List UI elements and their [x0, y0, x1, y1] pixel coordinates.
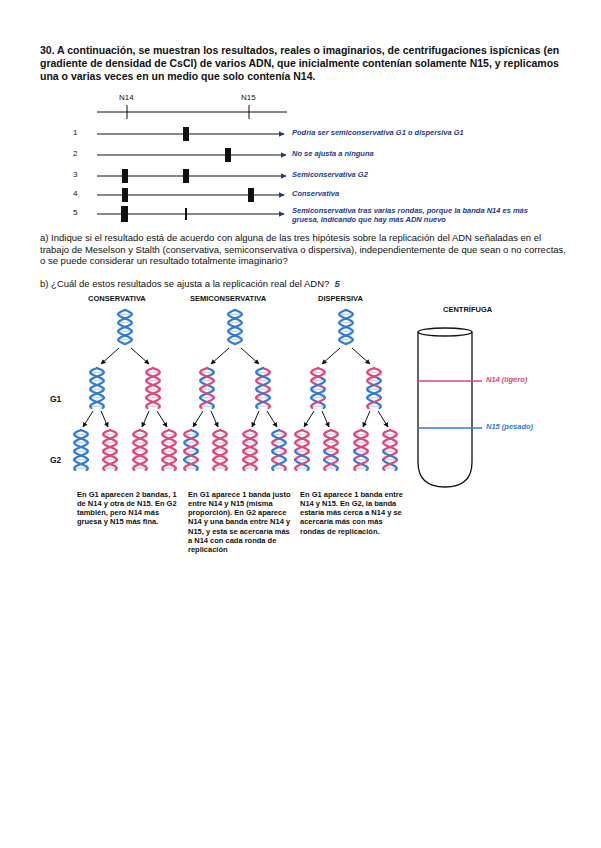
- dna-helix: [295, 430, 309, 470]
- dna-helix: [200, 368, 214, 408]
- band-label: N15 (pesado): [486, 422, 533, 431]
- dna-helix: [311, 368, 325, 408]
- dna-helix: [243, 430, 257, 470]
- dna-helix: [162, 430, 176, 470]
- replication-arrow: [378, 411, 388, 427]
- dna-helix: [146, 368, 160, 408]
- handwritten-note: No se ajusta a ninguna: [292, 149, 582, 158]
- row-number: 2: [73, 149, 77, 159]
- replication-arrow: [101, 348, 119, 364]
- generation-label: G1: [50, 394, 61, 404]
- replication-arrow: [142, 411, 149, 427]
- band-label: N14 (ligero): [486, 375, 527, 384]
- column-caption: En G1 aparece 1 banda entre N14 y N15. E…: [300, 490, 406, 536]
- dna-helix: [103, 430, 117, 470]
- replication-arrow: [252, 411, 259, 427]
- dna-helix: [90, 368, 104, 408]
- dna-helices: [74, 310, 397, 470]
- column-heading: SEMICONSERVATIVA: [190, 294, 266, 303]
- row-number: 4: [73, 189, 77, 199]
- dna-helix: [184, 430, 198, 470]
- replication-arrow: [304, 411, 314, 427]
- row-number: 5: [73, 208, 77, 218]
- column-caption: En G1 aparece 1 banda justo entre N14 y …: [188, 490, 294, 554]
- replication-arrow: [352, 348, 370, 364]
- replication-arrow: [322, 411, 329, 427]
- dna-helix: [272, 430, 286, 470]
- axis-label: N15: [241, 93, 256, 103]
- handwritten-note: Semiconservativa tras varias rondas, por…: [292, 206, 554, 224]
- handwritten-note: Podría ser semiconservativa G1 o dispers…: [292, 128, 582, 137]
- replication-arrow: [193, 411, 203, 427]
- replication-arrow: [157, 411, 167, 427]
- dna-helix: [228, 310, 242, 344]
- generation-label: G2: [50, 455, 61, 465]
- column-heading: DISPERSIVA: [318, 294, 363, 303]
- handwritten-answer: 5: [334, 278, 339, 290]
- column-heading: CENTRÍFUGA: [443, 305, 492, 314]
- dna-helix: [367, 368, 381, 408]
- replication-arrow: [83, 411, 93, 427]
- dna-helix: [383, 430, 397, 470]
- question-statement: 30. A continuación, se muestran los resu…: [40, 44, 568, 82]
- axis-label: N14: [119, 93, 134, 103]
- question-b: b) ¿Cuál de estos resultados se ajusta a…: [40, 278, 329, 290]
- replication-arrow: [211, 411, 218, 427]
- replication-arrow: [101, 411, 108, 427]
- row-number: 1: [73, 128, 77, 138]
- handwritten-note: Semiconservativa G2: [292, 170, 582, 179]
- gel-bands: [121, 127, 254, 222]
- replication-arrow: [241, 348, 259, 364]
- replication-arrow: [211, 348, 229, 364]
- dna-helix: [133, 430, 147, 470]
- replication-arrow: [363, 411, 370, 427]
- dna-helix: [354, 430, 368, 470]
- dna-helix: [74, 430, 88, 470]
- replication-arrow: [131, 348, 149, 364]
- dna-helix: [324, 430, 338, 470]
- gel-rows: [97, 134, 286, 214]
- dna-helix: [213, 430, 227, 470]
- dna-helix: [256, 368, 270, 408]
- row-number: 3: [73, 170, 77, 180]
- replication-arrow: [322, 348, 340, 364]
- dna-helix: [339, 310, 353, 344]
- column-caption: En G1 aparecen 2 bandas, 1 de N14 y otra…: [77, 490, 181, 527]
- dna-helix: [118, 310, 132, 344]
- handwritten-note: Conservativa: [292, 189, 582, 198]
- centrifuge-tube: [418, 328, 482, 487]
- column-heading: CONSERVATIVA: [88, 294, 146, 303]
- replication-arrow: [267, 411, 277, 427]
- question-a: a) Indique si el resultado está de acuer…: [40, 232, 568, 267]
- gel-axis: [97, 105, 287, 119]
